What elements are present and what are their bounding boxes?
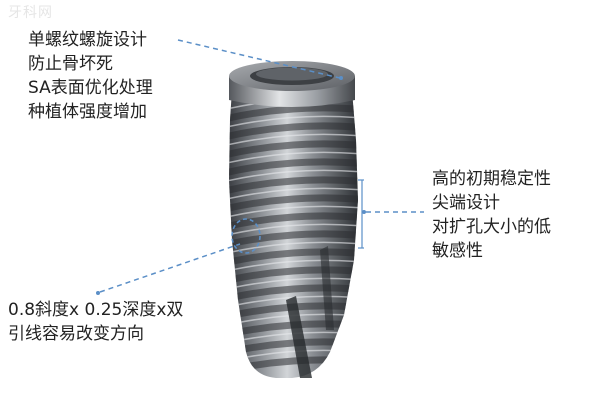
thread-groove xyxy=(229,230,358,249)
label-line: 尖端设计 xyxy=(432,193,500,213)
thread-highlight xyxy=(229,259,358,273)
label-line: SA表面优化处理 xyxy=(28,78,153,98)
thread-groove xyxy=(229,212,358,231)
thread-highlight xyxy=(229,277,358,291)
thread-detail-ring xyxy=(231,218,261,254)
leader-line-top xyxy=(177,39,341,79)
implant-collar xyxy=(229,61,355,107)
leader-dot-right xyxy=(362,210,366,214)
implant-body xyxy=(229,90,358,378)
thread-groove xyxy=(229,338,358,357)
label-thread-pitch: 0.8斜度x 0.25深度x双 引线容易改变方向 xyxy=(8,298,183,346)
thread-groove xyxy=(229,140,358,159)
thread-highlight xyxy=(229,151,358,165)
leader-dot-top xyxy=(339,76,343,80)
label-line: 引线容易改变方向 xyxy=(8,324,144,344)
tip-cutting-groove xyxy=(286,296,312,378)
label-line: 单螺纹螺旋设计 xyxy=(28,30,147,50)
leader-line-bottom xyxy=(99,243,241,293)
thread-highlight xyxy=(229,205,358,219)
watermark: 牙科网 xyxy=(8,5,53,21)
thread-groove xyxy=(229,104,358,123)
tip-bracket xyxy=(358,179,364,249)
label-line: 敏感性 xyxy=(432,241,483,261)
thread-groove xyxy=(229,176,358,195)
thread-highlight xyxy=(229,241,358,255)
thread-groove xyxy=(229,122,358,141)
label-line: 对扩孔大小的低 xyxy=(432,217,551,237)
side-cutting-groove xyxy=(320,246,334,330)
label-line: 高的初期稳定性 xyxy=(432,169,551,189)
label-primary-stability: 高的初期稳定性 尖端设计 对扩孔大小的低 敏感性 xyxy=(432,167,551,263)
thread-highlight xyxy=(229,187,358,201)
leader-dot-bottom xyxy=(96,291,100,295)
thread-groove xyxy=(229,158,358,177)
label-line: 0.8斜度x 0.25深度x双 xyxy=(8,300,184,320)
label-thread-design: 单螺纹螺旋设计 防止骨坏死 SA表面优化处理 种植体强度增加 xyxy=(28,28,153,124)
thread-highlight xyxy=(229,223,358,237)
label-line: 防止骨坏死 xyxy=(28,54,113,74)
thread-highlight xyxy=(229,169,358,183)
thread-highlight xyxy=(229,115,358,129)
label-line: 种植体强度增加 xyxy=(28,102,147,122)
thread-highlight xyxy=(229,133,358,147)
thread-groove xyxy=(229,194,358,213)
